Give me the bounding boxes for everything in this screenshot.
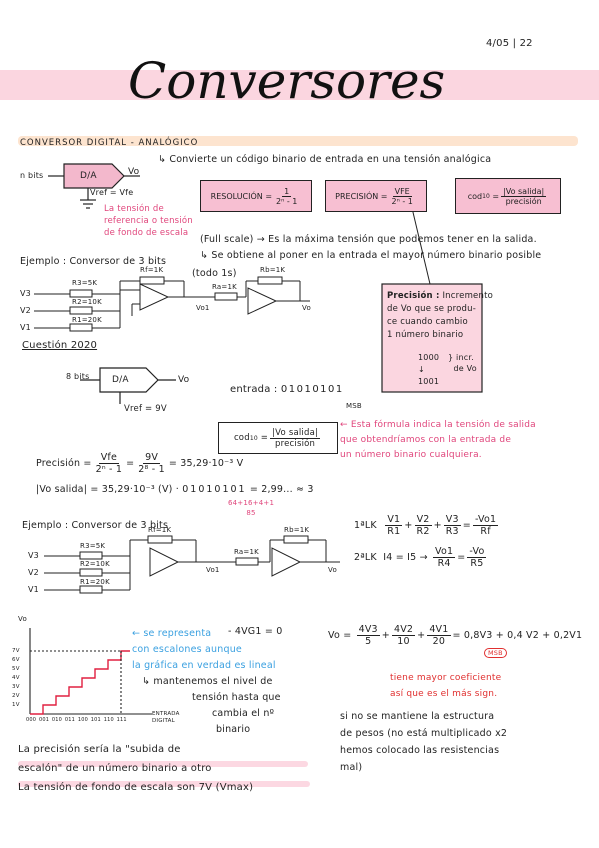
block2-output-label: Vo <box>178 375 190 385</box>
vo-calculation: |Vo salida| = 35,29·10⁻³ (V) · 01010101 … <box>36 484 314 495</box>
c1-ra: Ra=1K <box>212 283 237 291</box>
circuit-2 <box>44 535 340 594</box>
c2-rb: Rb=1K <box>284 526 310 534</box>
block1-vref-label: Vref = Vfe <box>90 188 134 197</box>
block2-chip-label: D/A <box>112 375 129 385</box>
c1-r1: R1=20K <box>72 316 102 324</box>
c2-v2: V2 <box>28 568 39 577</box>
precision-note: Precisión : Incremento de Vo que se prod… <box>387 291 494 340</box>
precision-binary-example: 1000↓1001 <box>418 353 440 386</box>
c1-v1: V1 <box>20 323 31 332</box>
example2-title: Ejemplo : Conversor de 3 bits <box>22 520 169 531</box>
full-scale-text: (Full scale) → Es la máxima tensión que … <box>200 234 537 245</box>
title-highlight <box>0 70 599 100</box>
section-highlight <box>18 136 578 146</box>
graph-blue-note: ← se representa con escalones aunque la … <box>132 628 276 671</box>
all-ones-note: (todo 1s) <box>192 268 237 279</box>
c1-vo: Vo <box>302 304 311 312</box>
c2-r3: R3=5K <box>80 542 106 550</box>
definition-text: ↳ Convierte un código binario de entrada… <box>158 154 492 165</box>
c2-v1: V1 <box>28 585 39 594</box>
c1-v2: V2 <box>20 306 31 315</box>
graph-x-ticks: 000 001 010 011 100 101 110 111 <box>26 717 127 723</box>
c2-rf: Rf=1K <box>148 526 172 534</box>
c1-rf: Rf=1K <box>140 266 164 274</box>
precision-note-box <box>381 283 483 393</box>
block1-chip-label: D/A <box>80 171 97 181</box>
c1-r2: R2=10K <box>72 298 102 306</box>
mantenemos-note: ↳ mantenemos el nivel de tensión hasta q… <box>142 676 281 735</box>
da-block-2 <box>80 367 176 404</box>
c2-r1: R1=20K <box>80 578 110 586</box>
block2-vref-label: Vref = 9V <box>124 404 167 414</box>
max-binary-text: ↳ Se obtiene al poner en la entrada el m… <box>200 250 542 261</box>
c1-r3: R3=5K <box>72 279 98 287</box>
final-note: La precisión sería la "subida de escalón… <box>18 744 254 793</box>
vg-equation: - 4VG1 = 0 <box>228 626 283 637</box>
precision-increment-label: } incr. de Vo <box>448 353 477 373</box>
c1-rb: Rb=1K <box>260 266 286 274</box>
section-title: CONVERSOR DIGITAL - ANALÓGICO <box>20 138 199 148</box>
msb-label: MSB <box>346 402 362 410</box>
c2-vo: Vo <box>328 566 337 574</box>
c1-vo1: Vo1 <box>196 304 210 312</box>
block1-output-label: Vo <box>128 167 140 177</box>
da-block-1 <box>48 163 140 209</box>
c2-r2: R2=10K <box>80 560 110 568</box>
c2-v3: V3 <box>28 551 39 560</box>
cod-note: ← Esta fórmula indica la tensión de sali… <box>340 420 536 460</box>
example1-title: Ejemplo : Conversor de 3 bits <box>20 256 167 267</box>
vo-msb-tag: MSB <box>484 648 507 658</box>
entrada-line: entrada : 01010101 <box>230 384 344 395</box>
c2-vo1: Vo1 <box>206 566 220 574</box>
circuit-1 <box>34 276 310 332</box>
block1-input-label: n bits <box>20 171 44 180</box>
cuestion-title: Cuestión 2020 <box>22 340 98 351</box>
c2-ra: Ra=1K <box>234 548 259 556</box>
graph-y-axis-label: Vo <box>18 615 27 623</box>
block2-input-label: 8 bits <box>66 372 90 381</box>
date-label: 4/05 | 22 <box>486 38 533 49</box>
precision-arrow <box>411 207 431 285</box>
staircase-graph <box>29 628 152 715</box>
c1-v3: V3 <box>20 289 31 298</box>
page-title: Conversores <box>128 52 446 110</box>
